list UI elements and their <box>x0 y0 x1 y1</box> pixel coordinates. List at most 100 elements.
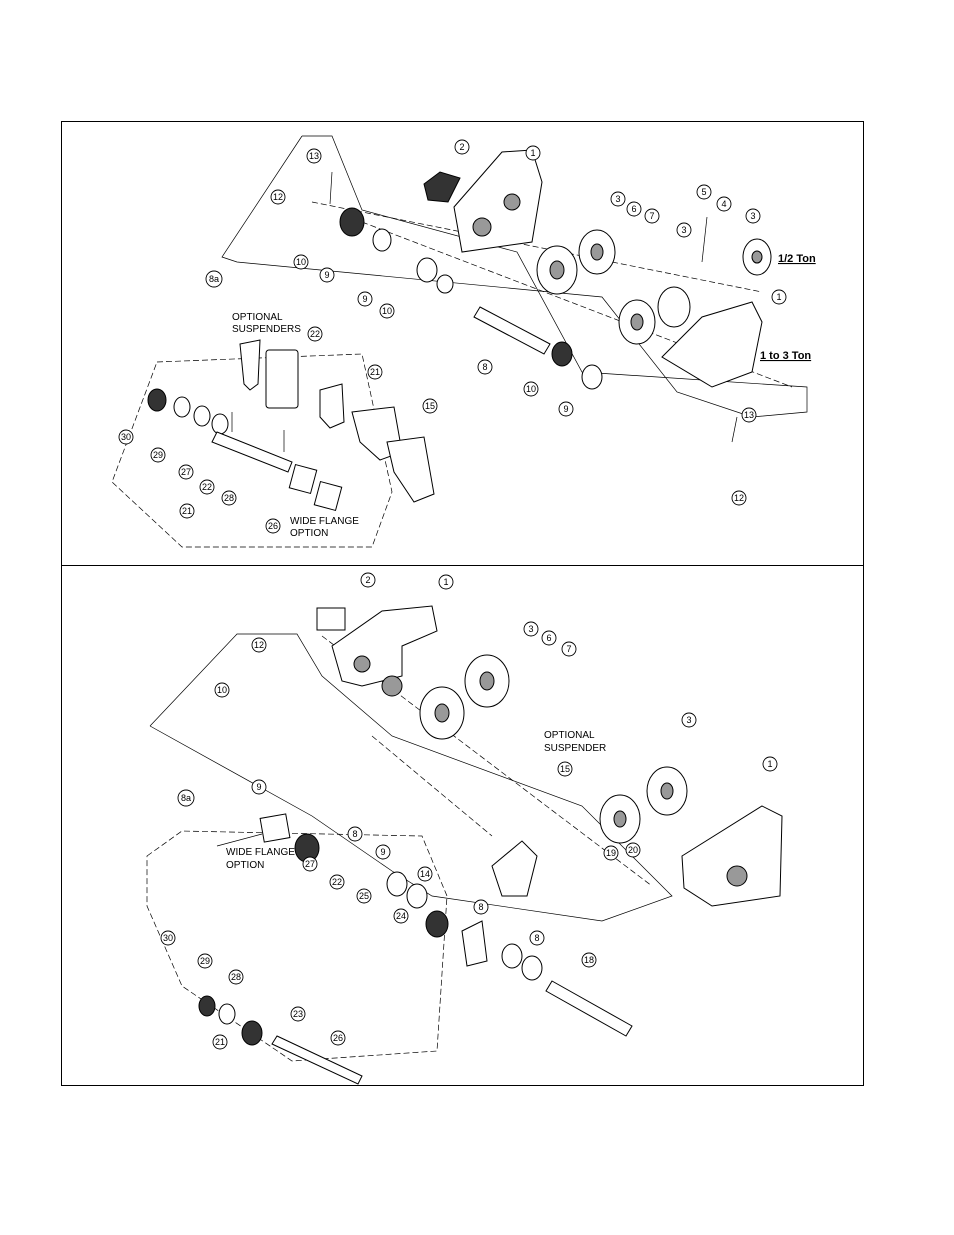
suspender-16 <box>319 383 345 429</box>
label-wide-flange-1: WIDE FLANGE <box>290 516 359 527</box>
svg-text:28: 28 <box>224 493 234 503</box>
suspender-17b <box>265 349 299 409</box>
callout-b-28: 27 <box>302 856 318 872</box>
label-optional-suspenders-2: SUSPENDERS <box>232 324 301 335</box>
label-wide-flange-bottom-2: OPTION <box>226 860 264 871</box>
bottom-exploded-diagram: 2 1 3 6 7 12 10 3 1 15 9 8a 8 9 14 19 20… <box>146 572 783 1085</box>
callout-b-19: 19 <box>603 845 619 861</box>
callout-b-9b: 8 <box>473 899 489 915</box>
svg-text:1: 1 <box>443 577 448 587</box>
spacer-2-bottom <box>316 607 346 631</box>
label-optional-suspenders-1: OPTIONAL <box>232 312 283 323</box>
svg-text:15: 15 <box>560 764 570 774</box>
svg-text:3: 3 <box>528 624 533 634</box>
svg-text:10: 10 <box>382 306 392 316</box>
callout-b-10b: 9 <box>375 844 391 860</box>
callout-3-b: 3 <box>745 208 761 224</box>
svg-text:13: 13 <box>309 151 319 161</box>
callout-b-18: 18 <box>581 952 597 968</box>
svg-text:29: 29 <box>200 956 210 966</box>
spacer-10a <box>339 207 365 237</box>
callout-8: 8 <box>477 359 493 375</box>
svg-text:9: 9 <box>563 404 568 414</box>
callout-12-a: 12 <box>270 189 286 205</box>
callout-28: 28 <box>221 490 237 506</box>
svg-text:9: 9 <box>324 270 329 280</box>
side-plate-1-top <box>453 149 543 253</box>
callout-1-b: 1 <box>771 289 787 305</box>
svg-text:13: 13 <box>744 410 754 420</box>
callout-b-2: 2 <box>360 572 376 588</box>
svg-text:9: 9 <box>362 294 367 304</box>
callout-b-27: 28 <box>228 969 244 985</box>
callout-b-25: 25 <box>356 888 372 904</box>
side-plate-1-lower <box>661 301 763 388</box>
callout-17: 22 <box>307 326 323 342</box>
svg-text:1: 1 <box>776 292 781 302</box>
svg-text:3: 3 <box>615 194 620 204</box>
callout-6: 6 <box>626 201 642 217</box>
callout-10-a: 10 <box>293 254 309 270</box>
svg-text:21: 21 <box>182 506 192 516</box>
callout-b-29: 29 <box>197 953 213 969</box>
label-optional-suspender-2: SUSPENDER <box>544 743 606 754</box>
kit-outline <box>221 135 808 418</box>
callout-b-12: 10 <box>214 682 230 698</box>
svg-text:9: 9 <box>256 782 261 792</box>
callout-29: 29 <box>150 447 166 463</box>
label-one-to-three-ton: 1 to 3 Ton <box>760 350 811 362</box>
svg-text:12: 12 <box>734 493 744 503</box>
callout-b-21: 21 <box>212 1034 228 1050</box>
svg-text:21: 21 <box>215 1037 225 1047</box>
svg-text:8a: 8a <box>209 274 219 284</box>
svg-text:8: 8 <box>534 933 539 943</box>
label-wide-flange-bottom-1: WIDE FLANGE <box>226 847 295 858</box>
svg-text:8: 8 <box>352 829 357 839</box>
callout-2: 2 <box>454 139 470 155</box>
svg-text:5: 5 <box>701 187 706 197</box>
callout-b-23: 23 <box>290 1006 306 1022</box>
svg-text:4: 4 <box>721 199 726 209</box>
axle-8-bottom <box>545 980 633 1037</box>
callout-1-a: 1 <box>525 145 541 161</box>
callout-8a: 8a <box>205 270 223 288</box>
svg-text:24: 24 <box>396 911 406 921</box>
callout-3-c: 3 <box>676 222 692 238</box>
kit-outline-bottom <box>149 633 673 922</box>
callout-13-b: 13 <box>741 407 757 423</box>
svg-text:12: 12 <box>254 640 264 650</box>
callout-b-22: 22 <box>329 874 345 890</box>
axle-8 <box>473 306 551 355</box>
svg-text:19: 19 <box>606 848 616 858</box>
svg-text:1: 1 <box>530 148 535 158</box>
callout-b-20: 20 <box>625 842 641 858</box>
callout-b-24: 24 <box>393 908 409 924</box>
callout-b-26: 26 <box>330 1030 346 1046</box>
svg-text:27: 27 <box>305 859 315 869</box>
callout-9-a: 9 <box>319 267 335 283</box>
svg-text:8a: 8a <box>181 793 191 803</box>
diagram-frame: 13 12 2 1 3 6 7 5 4 3 3 1 10 9 9 10 22 8… <box>61 121 864 1086</box>
svg-text:8: 8 <box>478 902 483 912</box>
shaft-22 <box>211 431 293 473</box>
callout-b-1b: 1 <box>762 756 778 772</box>
callout-b-9a: 8 <box>347 826 363 842</box>
svg-text:21: 21 <box>370 367 380 377</box>
svg-text:7: 7 <box>566 644 571 654</box>
svg-text:3: 3 <box>681 225 686 235</box>
callout-b-8: 8 <box>529 930 545 946</box>
callout-b-15: 15 <box>557 761 573 777</box>
callout-b-8a: 8a <box>177 789 195 807</box>
svg-text:15: 15 <box>425 401 435 411</box>
svg-text:12: 12 <box>273 192 283 202</box>
callout-21: 21 <box>179 503 195 519</box>
label-wide-flange-2: OPTION <box>290 528 328 539</box>
svg-text:10: 10 <box>296 257 306 267</box>
callout-b-6: 6 <box>541 630 557 646</box>
svg-text:3: 3 <box>750 211 755 221</box>
svg-text:10: 10 <box>217 685 227 695</box>
callout-9-b: 9 <box>357 291 373 307</box>
svg-text:28: 28 <box>231 972 241 982</box>
callout-3-a: 3 <box>610 191 626 207</box>
callout-30: 30 <box>118 429 134 445</box>
